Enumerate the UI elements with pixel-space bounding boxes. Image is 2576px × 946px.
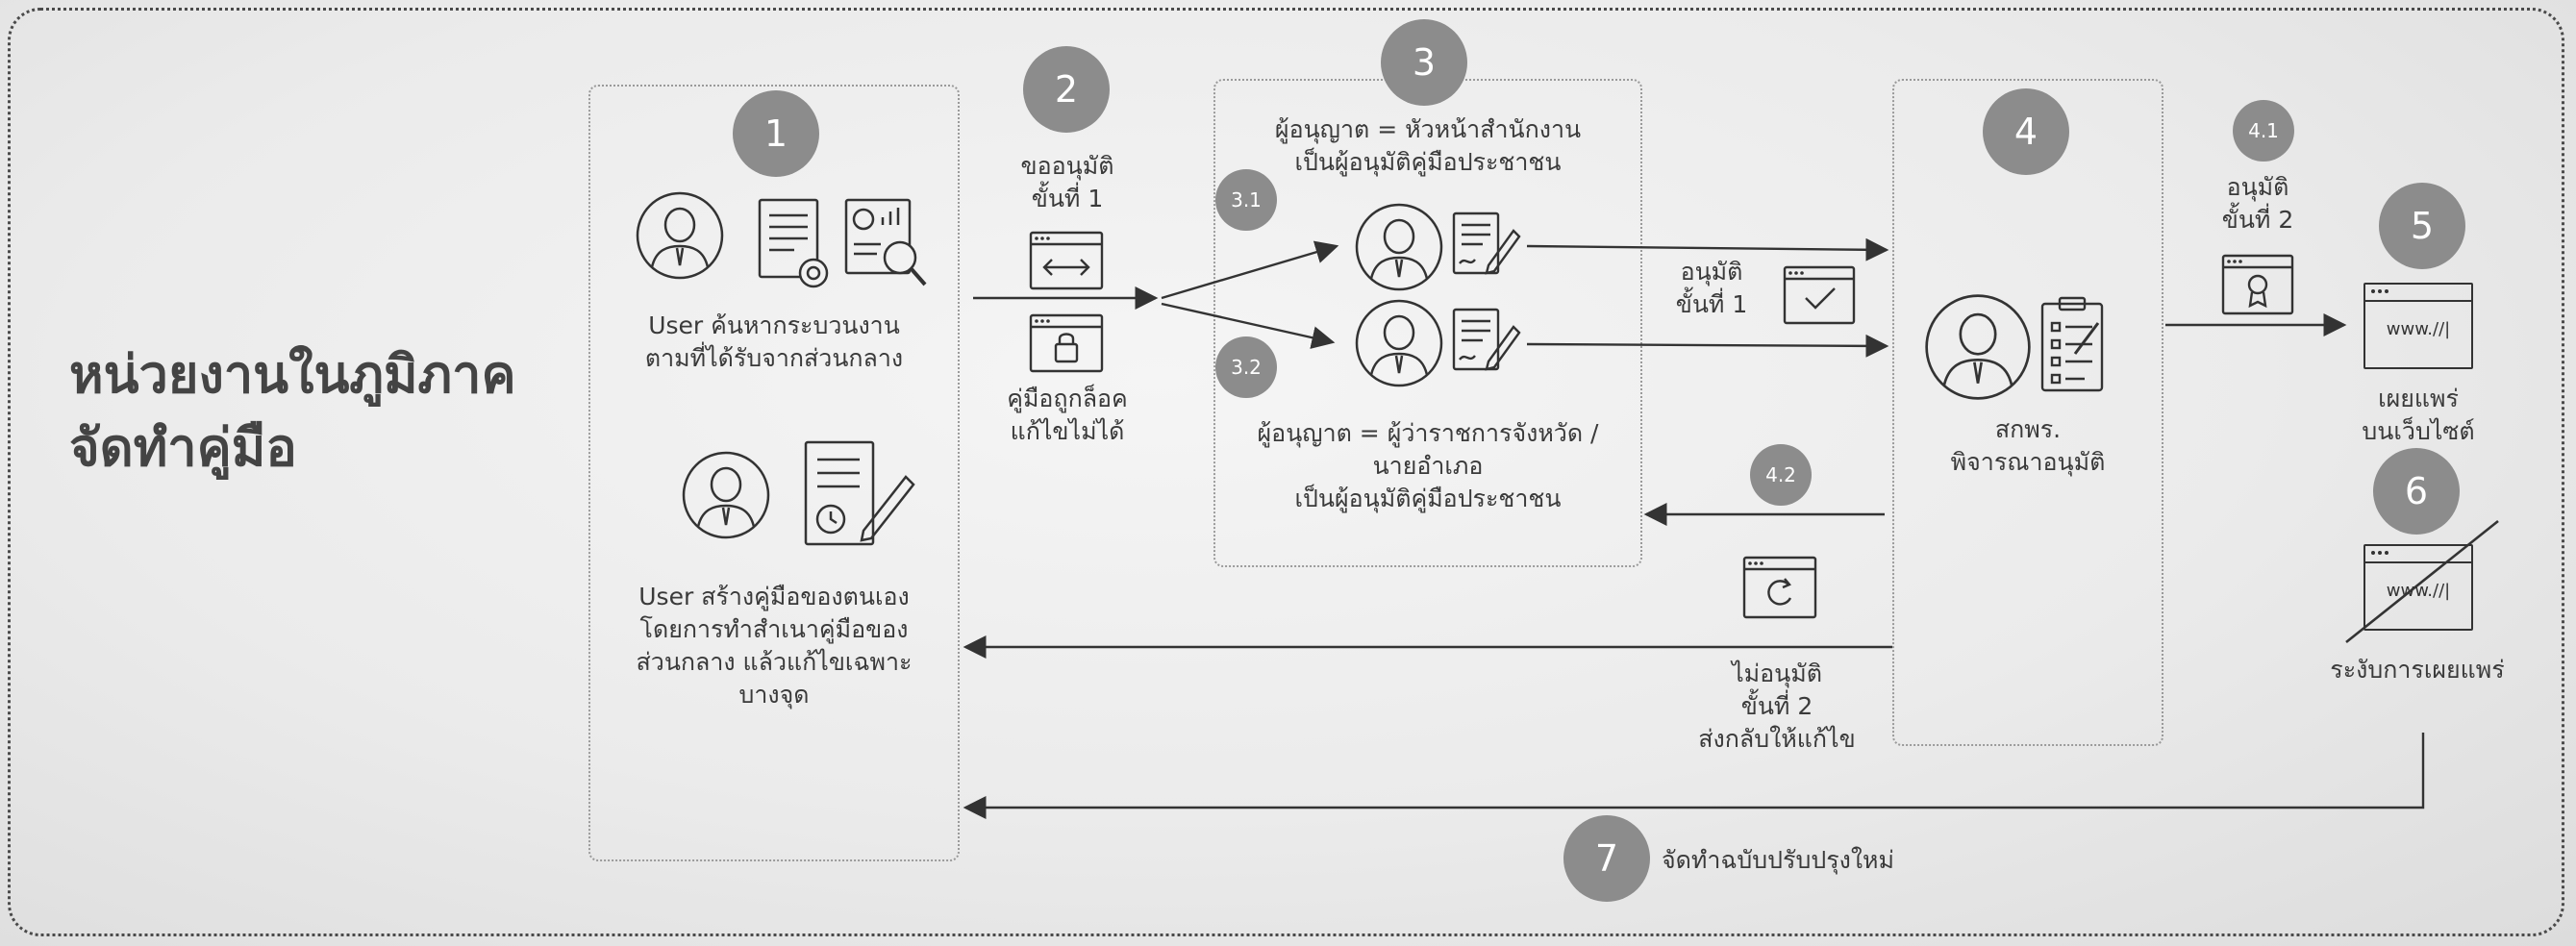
revise-label: จัดทำฉบับปรับปรุงใหม่: [1662, 846, 1895, 874]
strike-line-icon: [2345, 519, 2499, 644]
step-4-badge: 4: [1983, 88, 2069, 175]
document-clock-icon: [804, 440, 915, 546]
request-approval-label: ขออนุมัติ ขั้นที่ 1: [1020, 152, 1114, 212]
document-gear-icon: [758, 198, 829, 288]
panel-step-1: [588, 85, 960, 861]
certificate-window-icon: [2221, 254, 2294, 315]
step-2-badge: 2: [1023, 46, 1110, 133]
not-approved-label: ไม่อนุมัติ ขั้นที่ 2 ส่งกลับให้แก้ไข: [1698, 660, 1856, 753]
outer-frame: [8, 8, 2564, 936]
step-7-badge: 7: [1563, 815, 1650, 902]
step-4-1-badge: 4.1: [2233, 100, 2294, 162]
lock-window-icon: [1029, 313, 1104, 373]
step-3-1-badge: 3.1: [1215, 169, 1277, 231]
approver-governor-label: ผู้อนุญาต = ผู้ว่าราชการจังหวัด / นายอำเ…: [1257, 419, 1599, 512]
user-avatar-icon: [1355, 203, 1443, 291]
document-pen-icon: [1452, 308, 1521, 371]
step-3-badge: 3: [1381, 19, 1467, 106]
step-4-2-badge: 4.2: [1750, 444, 1812, 506]
approver-head-label: ผู้อนุญาต = หัวหน้าสำนักงาน เป็นผู้อนุมั…: [1274, 115, 1582, 176]
user-avatar-icon: [1925, 294, 2031, 400]
www-text: www.//|: [2386, 581, 2451, 601]
manual-locked-label: คู่มือถูกล็อค แก้ไขไม่ได้: [1007, 385, 1128, 445]
user-avatar-icon: [1355, 299, 1443, 387]
step-6-badge: 6: [2373, 448, 2460, 535]
suspend-label: ระงับการเผยแพร่: [2330, 656, 2505, 684]
user-avatar-icon: [636, 191, 724, 280]
clipboard-checklist-icon: [2040, 296, 2104, 392]
report-search-icon: [844, 198, 927, 286]
approved-step2-label: อนุมัติ ขั้นที่ 2: [2221, 173, 2294, 234]
swap-arrows-window-icon: [1029, 231, 1104, 290]
user-create-label: User สร้างคู่มือของตนเอง โดยการทำสำเนาคู…: [636, 583, 913, 709]
browser-www-icon: www.//|: [2363, 283, 2473, 369]
user-search-label: User ค้นหากระบวนงาน ตามที่ได้รับจากส่วนก…: [644, 311, 904, 372]
step-3-2-badge: 3.2: [1215, 336, 1277, 398]
page-title: หน่วยงานในภูมิภาค จัดทำคู่มือ: [69, 344, 516, 478]
step-5-badge: 5: [2379, 183, 2465, 269]
publish-label: เผยแพร่ บนเว็บไซต์: [2362, 385, 2475, 445]
document-pen-icon: [1452, 212, 1521, 275]
refresh-window-icon: [1742, 556, 1817, 619]
approved-step1-label: อนุมัติ ขั้นที่ 1: [1675, 258, 1748, 318]
opdc-label: สกพร. พิจารณาอนุมัติ: [1950, 415, 2106, 476]
checkmark-window-icon: [1783, 265, 1856, 325]
browser-www-disabled-icon: www.//|: [2363, 544, 2473, 631]
user-avatar-icon: [682, 451, 770, 539]
www-text: www.//|: [2386, 319, 2451, 339]
panel-step-4: [1892, 79, 2163, 746]
step-1-badge: 1: [733, 90, 819, 177]
